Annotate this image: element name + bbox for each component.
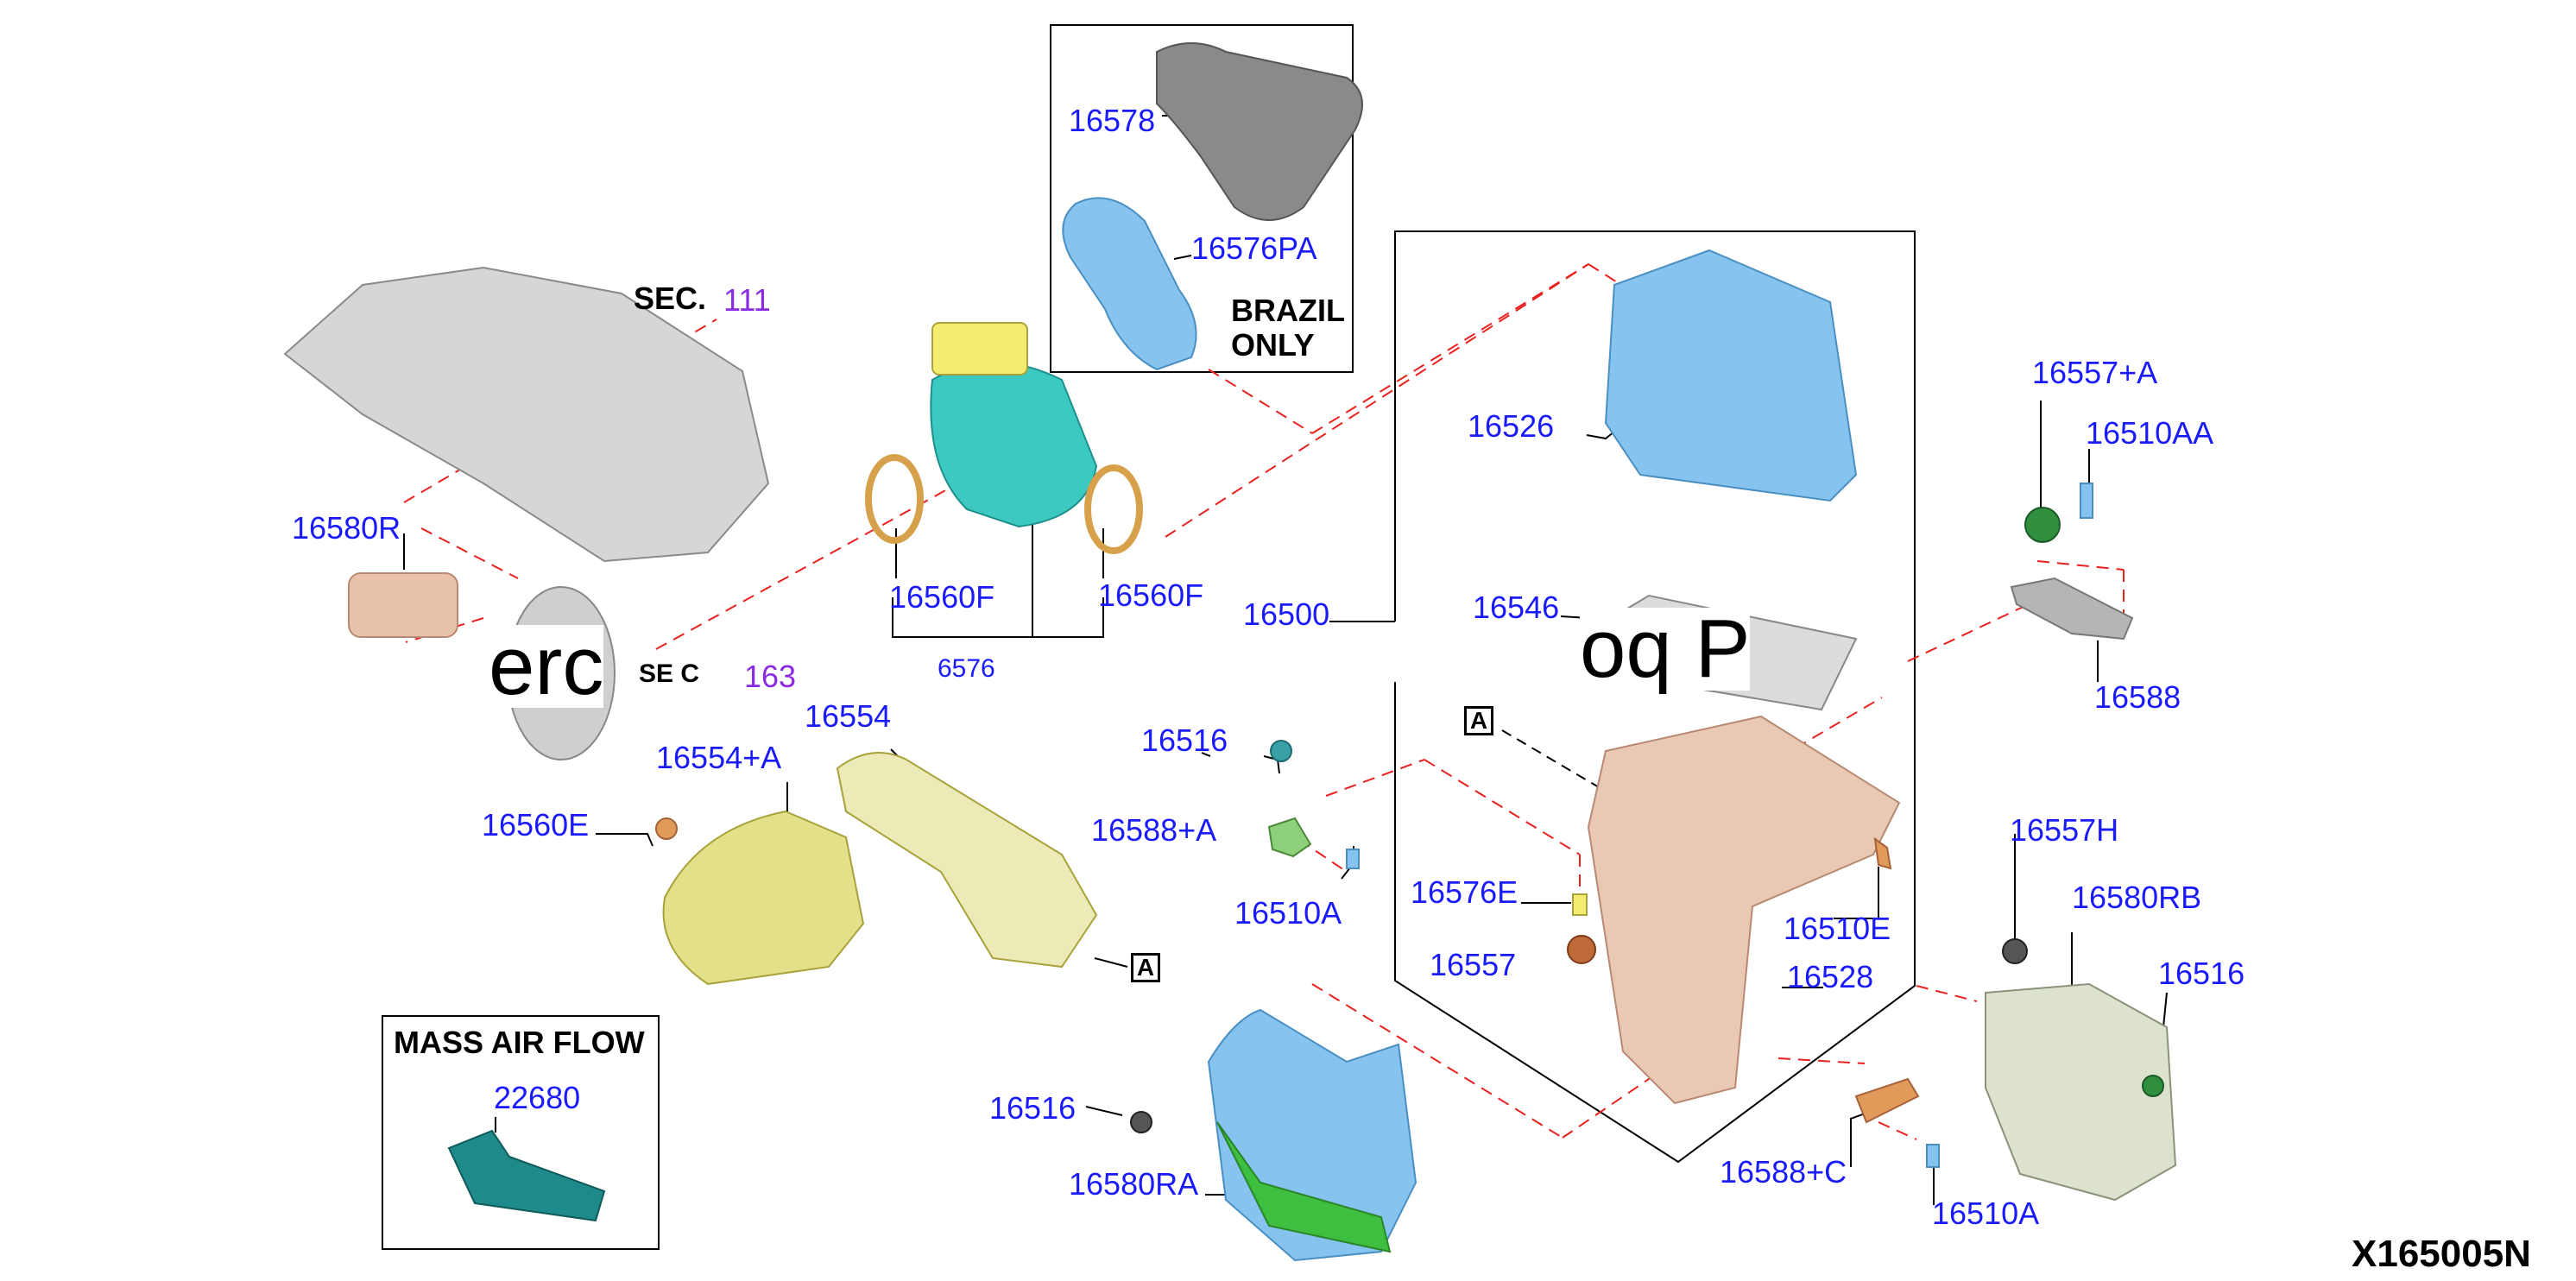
callout-16557a[interactable]: 16557+A [2032,355,2158,390]
callout-16588a[interactable]: 16588+A [1091,812,1217,848]
callout-16557[interactable]: 16557 [1430,947,1517,982]
marker-a-lower: A [1131,953,1160,982]
bolt-16516-bottom-shape [1130,1111,1152,1133]
bolt-16516-top-shape [1270,740,1292,762]
marker-a-upper: A [1464,706,1493,735]
callout-16510aa[interactable]: 16510AA [2086,415,2214,451]
callout-16500[interactable]: 16500 [1243,596,1330,632]
engine-cover-16554a-shape [662,810,865,986]
bolt-16510a-mid-shape [1346,849,1360,869]
maf-sensor-22680-shape [447,1129,606,1222]
maf-title: MASS AIR FLOW [394,1025,645,1060]
air-cleaner-cover-16526-shape [1604,249,1858,502]
callout-16576pa[interactable]: 16576PA [1191,230,1317,266]
bolt-16560e-shape [655,817,678,840]
section-111-link[interactable]: 111 [723,282,771,318]
brazil-only-inset [1050,24,1354,373]
callout-16554[interactable]: 16554 [805,698,892,734]
resonator-16578-shape [1156,42,1363,221]
sensor-16580r-shape [348,572,458,638]
section-label: SEC. [634,281,707,316]
callout-16560e[interactable]: 16560E [482,807,590,842]
air-duct-sensor-shape [931,322,1028,375]
callout-16510a-right[interactable]: 16510A [1932,1196,2040,1231]
air-duct-16576-shape [930,362,1098,528]
bolt-16516-right-shape [2142,1075,2164,1097]
intake-manifold-shape [283,266,770,563]
bracket-16588c-shape [1854,1077,1920,1124]
clamp-16560f-left-shape [865,454,924,544]
clip-16510e-shape [1873,836,1892,870]
watermark-left: erc [489,620,604,712]
callout-16560f-right[interactable]: 16560F [1098,577,1204,613]
callout-16528[interactable]: 16528 [1787,959,1874,994]
brazil-note-line1: BRAZIL [1231,293,1345,328]
brazil-note-line2: ONLY [1231,327,1315,363]
callout-16557h[interactable]: 16557H [2010,812,2119,848]
air-cleaner-body-16528-shape [1587,715,1901,1105]
callout-16510e[interactable]: 16510E [1784,911,1891,946]
callout-16576-partial[interactable]: 6576 [938,654,995,683]
callout-16588[interactable]: 16588 [2094,679,2181,715]
callout-16516-right[interactable]: 16516 [2158,956,2245,991]
section-163-link[interactable]: 163 [744,659,797,694]
marker-a-leader [1501,729,1600,788]
callout-16578[interactable]: 16578 [1069,103,1156,138]
callout-16580rb[interactable]: 16580RB [2072,880,2202,915]
callout-16546[interactable]: 16546 [1473,590,1560,625]
callout-16588c[interactable]: 16588+C [1720,1154,1847,1190]
section-partial-label: SE C [639,659,700,688]
callout-16516-bottom[interactable]: 16516 [989,1090,1076,1126]
diagram-reference: X165005N [2352,1233,2531,1275]
clamp-16560f-right-shape [1084,464,1143,554]
bracket-16588a-shape [1267,817,1312,858]
bolt-16510aa-shape [2080,483,2093,519]
bolt-16510a-right-shape [1926,1144,1940,1168]
callout-22680[interactable]: 22680 [494,1080,581,1115]
resonator-16580ra-base-shape [1216,1121,1392,1253]
pin-16576e-shape [1572,893,1588,916]
hose-16576pa-shape [1062,197,1197,371]
callout-16554a[interactable]: 16554+A [656,740,782,775]
duct-16554-shape [836,752,1098,969]
grommet-16557h-shape [2002,938,2028,964]
callout-16516-top[interactable]: 16516 [1141,723,1228,758]
callout-16580ra[interactable]: 16580RA [1069,1166,1199,1202]
callout-16576e[interactable]: 16576E [1411,874,1518,910]
callout-16526[interactable]: 16526 [1468,408,1555,444]
callout-16580r[interactable]: 16580R [292,510,401,546]
watermark-right: oq P [1580,603,1751,695]
grommet-16557-shape [1567,935,1596,964]
callout-16510a-mid[interactable]: 16510A [1234,895,1342,931]
callout-16560f-left[interactable]: 16560F [889,579,995,615]
grommet-16557a-shape [2024,507,2061,543]
assembly-outline [1394,230,1916,1164]
mass-air-flow-inset [382,1015,660,1250]
bracket-16588-shape [2010,577,2134,640]
resonator-16580rb-shape [1985,982,2177,1202]
